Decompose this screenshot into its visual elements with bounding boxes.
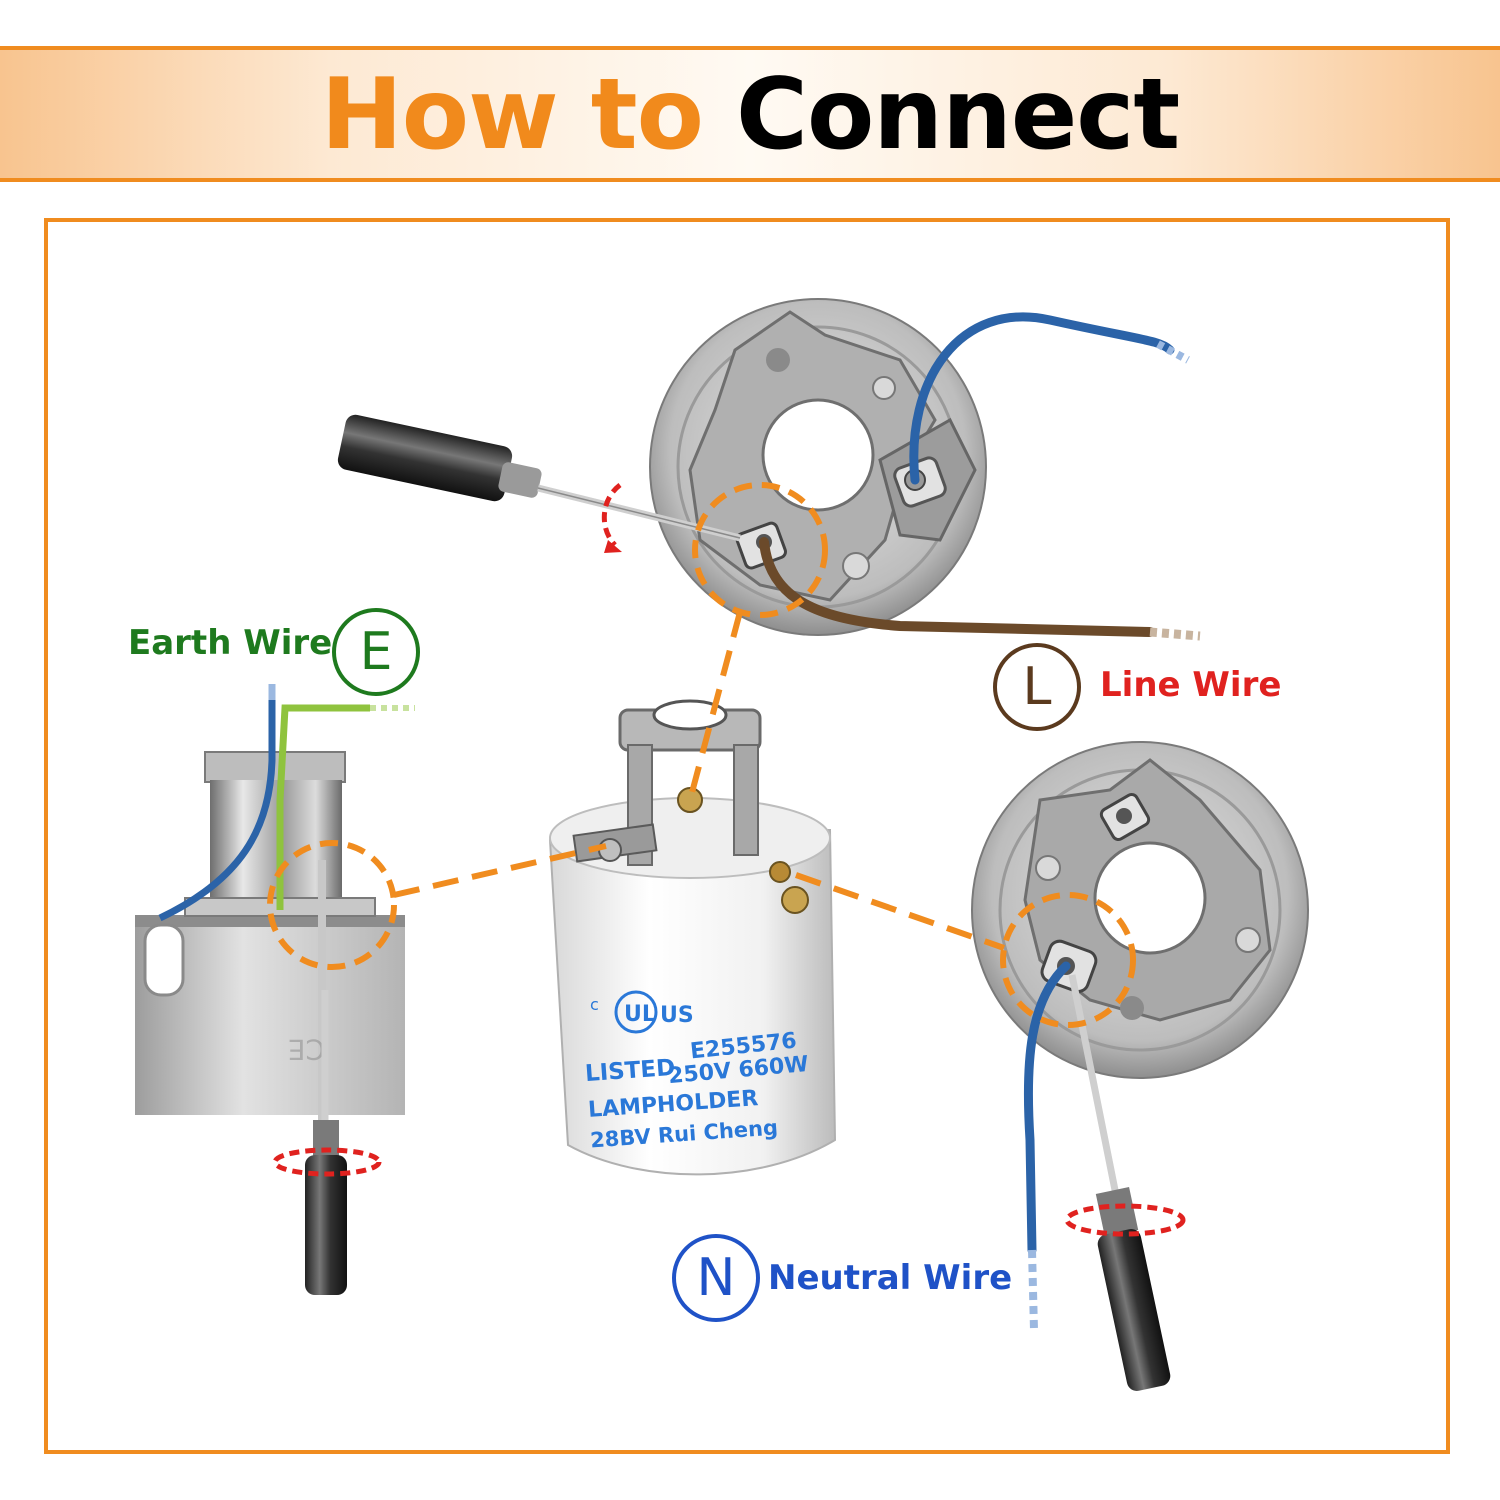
page-title: How to Connect bbox=[0, 56, 1500, 174]
title-how-to: How to bbox=[320, 58, 704, 172]
earth-wire-label: Earth Wire bbox=[128, 623, 333, 663]
diagram-frame bbox=[44, 218, 1450, 1454]
blue-wire-earth-holder bbox=[158, 700, 276, 922]
svg-text:CE: CE bbox=[288, 1033, 325, 1066]
screwdriver-icon bbox=[1068, 974, 1171, 1391]
line-wire-label: Line Wire bbox=[1100, 665, 1282, 705]
earth-terminal-highlight bbox=[267, 840, 397, 970]
screwdriver-icon bbox=[305, 990, 347, 1295]
neutral-symbol: N bbox=[696, 1248, 736, 1308]
rotation-arrow-icon bbox=[601, 483, 622, 547]
connector-line-earth bbox=[393, 843, 607, 898]
earth-holder: CE bbox=[135, 751, 405, 1150]
svg-text:c: c bbox=[590, 995, 599, 1014]
blue-wire-top bbox=[909, 312, 1175, 485]
title-connect: Connect bbox=[736, 58, 1180, 172]
neutral-terminal-highlight bbox=[1000, 892, 1136, 1028]
neutral-wire-label: Neutral Wire bbox=[768, 1258, 1013, 1298]
rotation-arrow-icon bbox=[1064, 1203, 1186, 1237]
line-symbol: L bbox=[1022, 657, 1052, 717]
line-terminal-highlight bbox=[692, 482, 828, 618]
earth-symbol-ring bbox=[332, 608, 420, 696]
earth-symbol: E bbox=[359, 622, 393, 682]
neutral-symbol-ring bbox=[672, 1234, 760, 1322]
rotation-arrow-icon bbox=[272, 1147, 382, 1177]
ul-listed-mark: UL c bbox=[590, 990, 658, 1034]
svg-text:UL: UL bbox=[624, 1002, 656, 1027]
line-wire-brown bbox=[759, 537, 1155, 637]
header-banner bbox=[0, 46, 1500, 182]
neutral-wire-blue bbox=[1023, 961, 1071, 1255]
green-earth-wire bbox=[276, 704, 370, 910]
line-symbol-ring bbox=[993, 643, 1081, 731]
connector-line-neutral bbox=[795, 872, 1005, 951]
connector-line-top bbox=[687, 611, 743, 801]
lampholder-mark: US bbox=[660, 1003, 694, 1028]
screwdriver-icon bbox=[337, 414, 741, 542]
bottom-socket-base bbox=[971, 741, 1309, 1079]
top-socket-base bbox=[649, 298, 987, 636]
